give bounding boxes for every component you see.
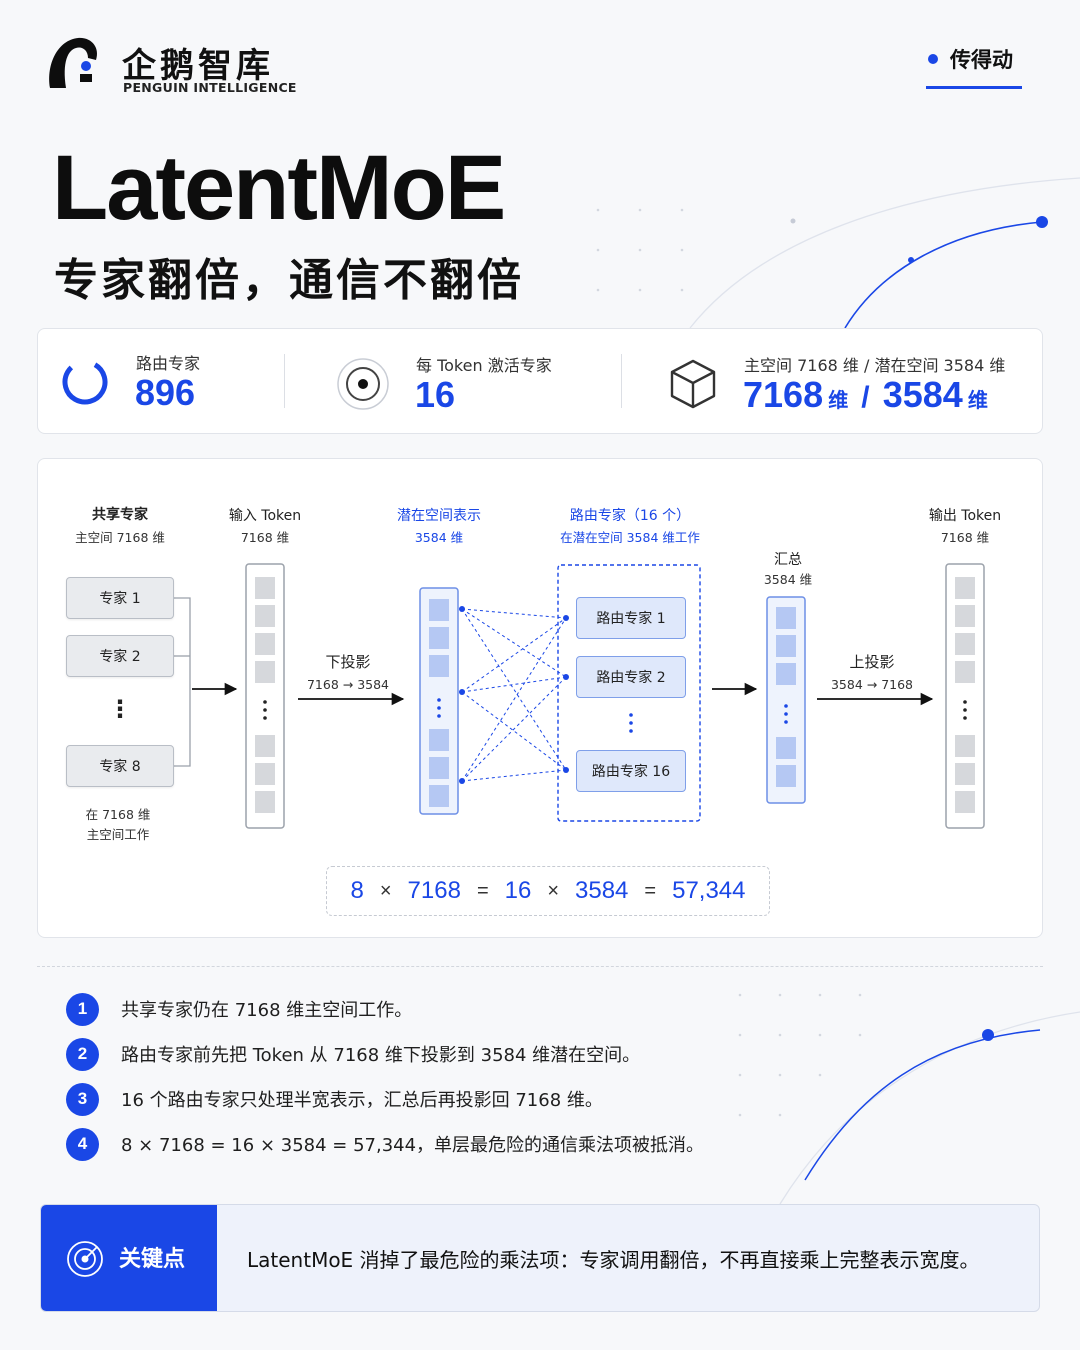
badge-label: 传得动 <box>950 48 1013 72</box>
stat-label-dimensions: 主空间 7168 维 / 潜在空间 3584 维 <box>744 356 1006 375</box>
input-token-sub: 7168 维 <box>240 530 290 545</box>
list-item: 2 路由专家前先把 Token 从 7168 维下投影到 3584 维潜在空间。 <box>66 1037 640 1071</box>
formula-term: 8 <box>350 877 364 904</box>
key-point-banner: 关键点 LatentMoE 消掉了最危险的乘法项：专家调用翻倍，不再直接乘上完整… <box>40 1204 1040 1312</box>
shared-expert-box: 专家 1 <box>66 577 174 619</box>
list-item: 4 8 × 7168 = 16 × 3584 = 57,344，单层最危险的通信… <box>66 1127 704 1161</box>
brand-name-cn: 企鹅智库 <box>122 46 274 86</box>
output-token-sub: 7168 维 <box>940 530 990 545</box>
dim-separator: / <box>861 381 870 414</box>
sum-sub: 3584 维 <box>763 572 813 587</box>
list-item-text: 路由专家前先把 Token 从 7168 维下投影到 3584 维潜在空间。 <box>121 1045 641 1066</box>
list-item: 1 共享专家仍在 7168 维主空间工作。 <box>66 992 412 1026</box>
main-dim-value: 7168 <box>743 374 824 415</box>
stats-divider <box>284 354 285 408</box>
router-expert-box: 路由专家 16 <box>576 750 686 792</box>
stat-label-routed-experts: 路由专家 <box>136 354 201 373</box>
shared-experts-sub: 主空间 7168 维 <box>75 530 165 545</box>
formula-result: 57,344 <box>672 877 746 904</box>
list-item-text: 16 个路由专家只处理半宽表示，汇总后再投影回 7168 维。 <box>121 1090 603 1111</box>
formula-term: 3584 <box>575 877 629 904</box>
formula-term: 7168 <box>407 877 461 904</box>
penguin-logo-icon <box>49 37 98 88</box>
router-expert-box: 路由专家 1 <box>576 597 686 639</box>
shared-note-line1: 在 7168 维 <box>85 807 151 822</box>
router-experts-sub: 在潜在空间 3584 维工作 <box>560 530 700 545</box>
latent-repr-title: 潜在空间表示 <box>397 508 481 524</box>
formula-op: × <box>379 879 392 902</box>
up-projection-title: 上投影 <box>849 653 895 671</box>
section-divider <box>37 966 1043 967</box>
shared-expert-box: 专家 2 <box>66 635 174 677</box>
stats-divider <box>621 354 622 408</box>
stat-value-active-experts: 16 <box>415 374 456 415</box>
output-token-title: 输出 Token <box>928 508 1002 524</box>
page-subtitle: 专家翻倍，通信不翻倍 <box>54 255 524 306</box>
main-dim-unit: 维 <box>828 388 849 412</box>
shared-experts-title: 共享专家 <box>92 507 148 523</box>
stat-value-dimensions: 7168 维 / 3584 维 <box>743 374 988 416</box>
list-item-number: 3 <box>66 1082 99 1116</box>
formula-op: × <box>547 879 560 902</box>
latent-dim-value: 3584 <box>882 374 963 415</box>
input-token-title: 输入 Token <box>228 508 302 524</box>
router-experts-title: 路由专家（16 个） <box>569 508 691 524</box>
down-projection-sub: 7168 → 3584 <box>306 677 390 692</box>
key-point-label-panel <box>41 1205 217 1311</box>
list-item-number: 4 <box>66 1127 99 1161</box>
list-item-text: 8 × 7168 = 16 × 3584 = 57,344，单层最危险的通信乘法… <box>121 1135 705 1156</box>
badge-dot-icon <box>928 54 938 64</box>
ring-icon <box>62 359 108 405</box>
list-item-number: 1 <box>66 992 99 1026</box>
formula-term: 16 <box>504 877 532 904</box>
stat-value-routed-experts: 896 <box>135 372 196 413</box>
key-target-icon <box>67 1241 103 1277</box>
latent-repr-sub: 3584 维 <box>414 530 464 545</box>
router-expert-box: 路由专家 2 <box>576 656 686 698</box>
cube-icon <box>670 359 716 409</box>
key-point-title: 关键点 <box>119 1247 186 1272</box>
formula-op: = <box>644 879 657 902</box>
shared-experts-ellipsis: ⋮ <box>108 695 132 723</box>
formula-box: 8 × 7168 = 16 × 3584 = 57,344 <box>326 866 770 916</box>
shared-note-line2: 主空间工作 <box>86 827 150 842</box>
target-icon <box>337 358 389 410</box>
list-item-text: 共享专家仍在 7168 维主空间工作。 <box>121 1000 413 1021</box>
badge-underline <box>926 86 1022 89</box>
list-item: 3 16 个路由专家只处理半宽表示，汇总后再投影回 7168 维。 <box>66 1082 603 1116</box>
page-title: LatentMoE <box>52 137 506 239</box>
key-point-text: LatentMoE 消掉了最危险的乘法项：专家调用翻倍，不再直接乘上完整表示宽度… <box>247 1248 980 1272</box>
header-badge[interactable]: 传得动 <box>926 42 1022 90</box>
stat-label-active-experts: 每 Token 激活专家 <box>416 356 552 375</box>
shared-expert-box: 专家 8 <box>66 745 174 787</box>
latent-dim-unit: 维 <box>967 388 988 412</box>
brand-name-en: PENGUIN INTELLIGENCE <box>123 80 297 95</box>
sum-title: 汇总 <box>774 552 802 568</box>
list-item-number: 2 <box>66 1037 99 1071</box>
stats-card <box>37 328 1043 434</box>
up-projection-sub: 3584 → 7168 <box>830 677 914 692</box>
down-projection-title: 下投影 <box>325 653 371 671</box>
formula-op: = <box>476 879 489 902</box>
